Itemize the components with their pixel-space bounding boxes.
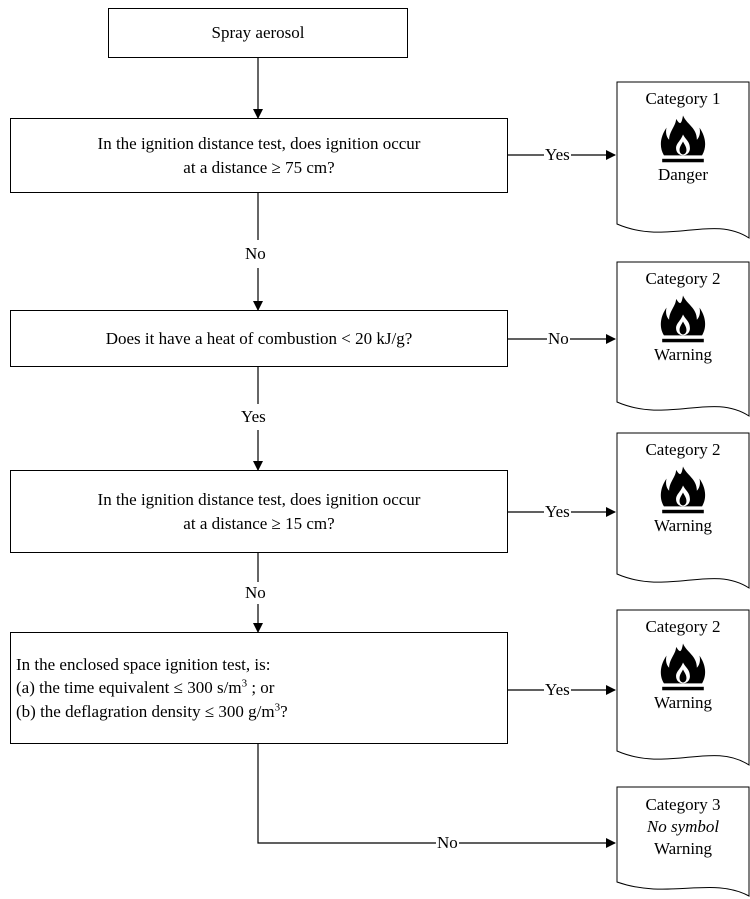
flame-icon — [657, 292, 709, 344]
question-3-box: In the ignition distance test, does igni… — [10, 470, 508, 553]
outcome-card-4: Category 2 Warning — [617, 616, 749, 714]
edge-label-q4-yes: Yes — [544, 680, 571, 700]
question-1-line-1: In the ignition distance test, does igni… — [97, 134, 421, 154]
edge-label-q4-no: No — [436, 833, 459, 853]
question-3-line-1: In the ignition distance test, does igni… — [97, 490, 421, 510]
edge-label-q3-yes: Yes — [544, 502, 571, 522]
question-2-box: Does it have a heat of combustion < 20 k… — [10, 310, 508, 367]
flame-icon — [657, 463, 709, 515]
question-4-box: In the enclosed space ignition test, is:… — [10, 632, 508, 744]
outcome-4-signal: Warning — [653, 693, 713, 712]
edge-q4-cat3 — [257, 744, 616, 848]
flame-icon — [657, 112, 709, 164]
outcome-card-5: Category 3 No symbol Warning — [617, 794, 749, 860]
outcome-card-1: Category 1 Danger — [617, 88, 749, 186]
edge-label-q3-no: No — [244, 583, 267, 603]
outcome-4-category: Category 2 — [645, 617, 721, 636]
outcome-2-category: Category 2 — [645, 269, 721, 288]
outcome-card-5-shape — [616, 786, 750, 897]
question-4-line-2: (a) the time equivalent ≤ 300 s/m3 ; or — [16, 677, 275, 698]
question-2-line-1: Does it have a heat of combustion < 20 k… — [105, 328, 413, 348]
edge-label-q2-yes: Yes — [240, 407, 267, 427]
edge-label-q2-no: No — [547, 329, 570, 349]
flame-icon — [657, 640, 709, 692]
edge-label-q1-yes: Yes — [544, 145, 571, 165]
outcome-3-category: Category 2 — [645, 440, 721, 459]
outcome-5-signal: Warning — [653, 839, 713, 858]
start-box: Spray aerosol — [108, 8, 408, 58]
outcome-5-category: Category 3 — [645, 795, 721, 814]
outcome-card-2: Category 2 Warning — [617, 268, 749, 366]
question-3-line-2: at a distance ≥ 15 cm? — [183, 513, 335, 533]
question-1-box: In the ignition distance test, does igni… — [10, 118, 508, 193]
outcome-card-3: Category 2 Warning — [617, 439, 749, 537]
question-1-line-2: at a distance ≥ 75 cm? — [183, 157, 335, 177]
question-4-line-3: (b) the deflagration density ≤ 300 g/m3? — [16, 701, 288, 721]
outcome-5-no-symbol: No symbol — [646, 817, 720, 836]
question-4-line-1: In the enclosed space ignition test, is: — [16, 654, 271, 674]
outcome-1-category: Category 1 — [645, 89, 721, 108]
start-label: Spray aerosol — [211, 23, 305, 43]
outcome-1-signal: Danger — [657, 165, 709, 184]
outcome-2-signal: Warning — [653, 345, 713, 364]
edge-label-q1-no: No — [244, 244, 267, 264]
outcome-3-signal: Warning — [653, 516, 713, 535]
